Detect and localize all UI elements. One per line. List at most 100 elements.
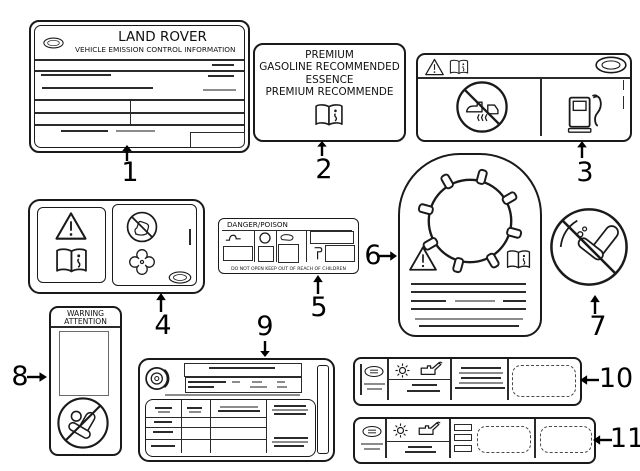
- warning-text-fr: ATTENTION: [64, 316, 107, 326]
- section-divider: [35, 99, 244, 101]
- danger-title: DANGER/POISON: [227, 220, 288, 229]
- tire-info-label: [138, 358, 335, 462]
- blank-field-box: [512, 365, 576, 397]
- warning-triangle-icon: [424, 58, 445, 76]
- engine-bay-warning-label: [28, 199, 205, 294]
- handbook-icon: [449, 59, 469, 75]
- text-line: [232, 381, 240, 383]
- blank-field-box: [540, 426, 592, 453]
- text-line: [407, 390, 440, 392]
- table-column-divider: [210, 400, 211, 453]
- warning-triangle-icon: [54, 211, 88, 241]
- callout-number-10: 10: [598, 363, 634, 394]
- cell-text: [189, 411, 201, 413]
- callout-number-7: 7: [589, 311, 607, 342]
- oil-can-icon: [415, 421, 443, 437]
- service-strip-label-lower: [353, 417, 596, 464]
- text-line: [209, 367, 275, 369]
- no-fuel-vapor-icon: [455, 80, 509, 134]
- tick-mark: [189, 229, 191, 245]
- table-row-divider: [35, 112, 244, 114]
- side-strip: [317, 365, 329, 454]
- section-divider: [165, 394, 300, 396]
- cell-divider: [507, 359, 509, 400]
- callout-number-2: 2: [315, 154, 333, 185]
- text-line: [252, 381, 262, 383]
- emission-inner-border: LAND ROVER VEHICLE EMISSION CONTROL INFO…: [34, 25, 245, 148]
- no-rear-child-seat-icon: [548, 206, 630, 288]
- text-line: [419, 325, 519, 327]
- danger-squiggle-icon: [224, 233, 242, 242]
- fuel-filler-label: [416, 53, 632, 142]
- danger-footer: DO NOT OPEN KEEP OUT OF REACH OF CHILDRE…: [231, 267, 346, 272]
- text-line: [250, 386, 267, 388]
- text-line: [455, 387, 505, 389]
- callout-arrow-down: [259, 341, 271, 357]
- cell-divider: [385, 419, 387, 458]
- text-line: [42, 87, 153, 89]
- text-line: [405, 451, 436, 453]
- text-line: [459, 372, 503, 374]
- text-line: [116, 130, 155, 132]
- sun-icon: [393, 423, 408, 438]
- text-line: [277, 381, 285, 383]
- cell-text: [218, 410, 260, 412]
- cell-text: [220, 406, 258, 408]
- text-line: [212, 64, 234, 66]
- emission-subtitle: VEHICLE EMISSION CONTROL INFORMATION: [75, 45, 236, 54]
- text-line: [411, 283, 526, 285]
- cell-text: [153, 431, 173, 433]
- instruction-box: [59, 331, 109, 396]
- text-line: [412, 384, 437, 386]
- cell-text: [272, 441, 308, 443]
- pictogram-box: [310, 231, 354, 244]
- fuel-text-fr2: PREMIUM RECOMMENDE: [265, 85, 394, 98]
- cell-text: [274, 445, 304, 447]
- edge-bar: [360, 364, 362, 395]
- text-line: [503, 300, 526, 302]
- hook-pictogram-icon: [313, 245, 323, 262]
- circle-pictogram-icon: [259, 232, 271, 244]
- oil-can-icon: [417, 361, 445, 377]
- callout-number-9: 9: [256, 311, 274, 342]
- callout-number-8: 8: [11, 361, 29, 392]
- warning-text-en: WARNING: [66, 309, 105, 318]
- brand-oval-icon: [168, 271, 192, 284]
- tick-mark: [622, 96, 624, 109]
- danger-poison-label: DANGER/POISON DO NOT OPEN KEEP OUT OF RE…: [218, 218, 359, 274]
- section-divider: [35, 70, 244, 72]
- text-line: [455, 300, 495, 302]
- text-line: [364, 383, 385, 385]
- handbook-icon: [506, 249, 531, 270]
- sun-icon: [395, 363, 410, 378]
- callout-number-4: 4: [154, 310, 172, 341]
- cell-divider: [306, 231, 307, 262]
- cell-text: [151, 445, 175, 447]
- table-column-divider: [130, 99, 131, 124]
- tick-mark: [622, 80, 624, 90]
- cell-divider: [449, 419, 451, 458]
- cell-text: [158, 411, 170, 413]
- header-divider: [418, 77, 630, 79]
- text-line: [411, 308, 526, 310]
- callout-arrow-right: [27, 371, 47, 383]
- cell-text: [272, 409, 308, 411]
- warning-attention-text: WARNING ATTENTION: [51, 310, 120, 326]
- callout-number-11: 11: [609, 423, 640, 454]
- emission-brand-title: LAND ROVER: [118, 29, 207, 45]
- fuel-text-en2: GASOLINE RECOMMENDED: [259, 60, 400, 73]
- text-line: [361, 443, 383, 445]
- text-line: [411, 291, 526, 293]
- callout-number-6: 6: [364, 240, 382, 271]
- brand-oval-icon: [43, 36, 64, 50]
- no-touch-icon: [125, 210, 159, 244]
- panel-divider: [540, 78, 542, 136]
- text-line: [415, 318, 523, 320]
- pictogram-box: [325, 245, 355, 262]
- visor-warning-label: WARNING ATTENTION: [49, 306, 122, 456]
- callout-number-5: 5: [310, 292, 328, 323]
- service-strip-label-upper: [353, 357, 582, 406]
- premium-fuel-label: PREMIUM GASOLINE RECOMMENDED ESSENCE PRE…: [253, 43, 406, 142]
- table-row-divider: [146, 427, 266, 428]
- fan-icon: [127, 249, 157, 275]
